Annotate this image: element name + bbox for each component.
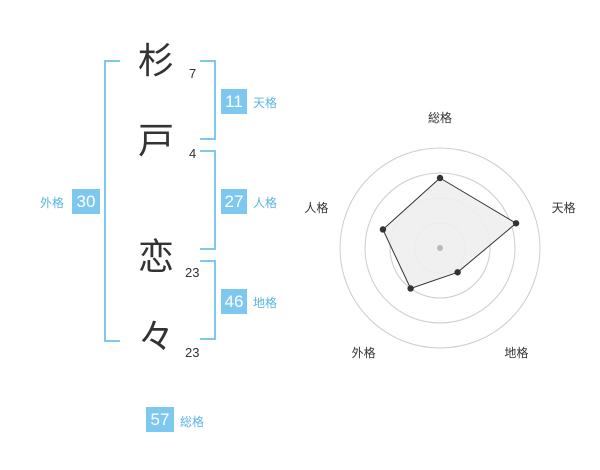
chikaku-bracket [200,260,216,340]
name-char-1: 杉 [137,41,174,82]
jinkaku-value: 27 [221,189,247,214]
radar-axis-label-2: 天格 [552,200,576,215]
radar-axis-label-4: 外格 [352,345,376,360]
radar-grid-ring [339,147,541,349]
name-char-4: 々 [137,317,174,358]
radar-axis-label-3: 地格 [504,345,528,360]
tenkaku-value: 11 [221,89,247,114]
radar-axis-label-1: 総格 [428,110,452,125]
radar-grid-ring [364,172,516,324]
stroke-count-4: 23 [185,345,200,360]
chikaku-label: 地格 [253,296,278,310]
radar-point-4 [407,285,414,292]
chikaku-value: 46 [221,289,247,314]
soukaku-label: 総格 [180,415,205,429]
tenkaku-label: 天格 [253,96,278,110]
jinkaku-label: 人格 [253,196,278,210]
radar-point-2 [512,220,520,227]
gaikaku-value: 30 [72,189,100,214]
radar-point-1 [436,174,444,182]
name-char-2: 戸 [137,121,174,162]
radar-data-polygon [382,177,517,290]
soukaku-value: 57 [146,407,174,432]
tenkaku-bracket [200,60,216,140]
gaikaku-label: 外格 [40,196,65,210]
stroke-count-1: 7 [189,66,197,81]
name-char-3: 恋 [137,237,174,278]
gaikaku-bracket [104,60,120,342]
stroke-count-2: 4 [189,146,197,161]
radar-center-dot [437,245,443,251]
radar-axis-label-5: 人格 [304,200,328,215]
radar-point-3 [454,269,461,276]
jinkaku-bracket [200,150,216,250]
stroke-count-3: 23 [185,265,200,280]
radar-point-5 [379,226,387,233]
